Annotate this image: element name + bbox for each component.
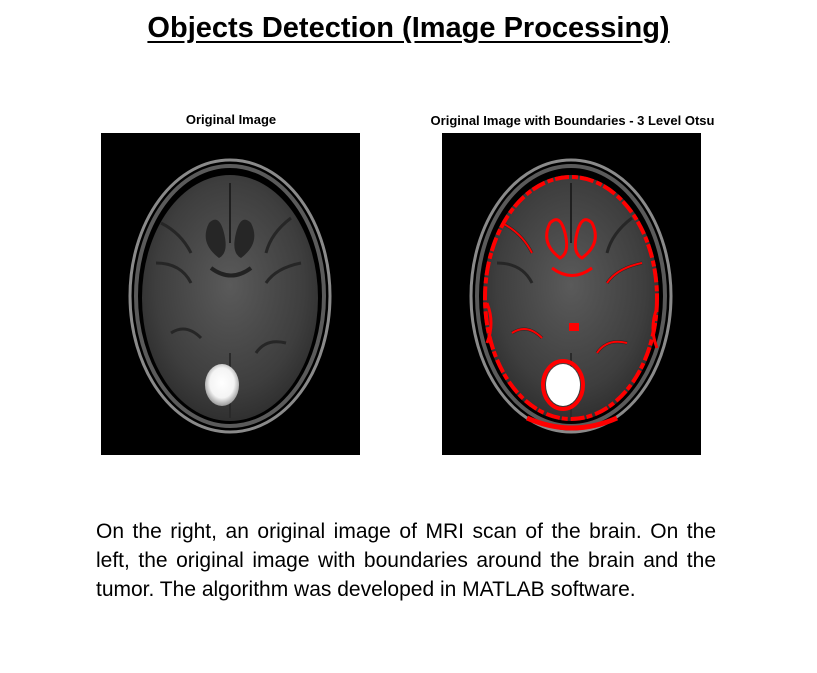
description-text: On the right, an original image of MRI s… xyxy=(96,520,716,601)
original-image-caption: Original Image xyxy=(185,112,277,127)
mri-brain-scan xyxy=(101,133,360,455)
mri-brain-scan-with-boundaries xyxy=(442,133,701,455)
slide-title: Objects Detection (Image Processing) xyxy=(147,12,670,44)
boundaries-image-caption: Original Image with Boundaries - 3 Level… xyxy=(430,113,715,128)
original-mri-image xyxy=(101,133,360,455)
boundaries-mri-image xyxy=(442,133,701,455)
